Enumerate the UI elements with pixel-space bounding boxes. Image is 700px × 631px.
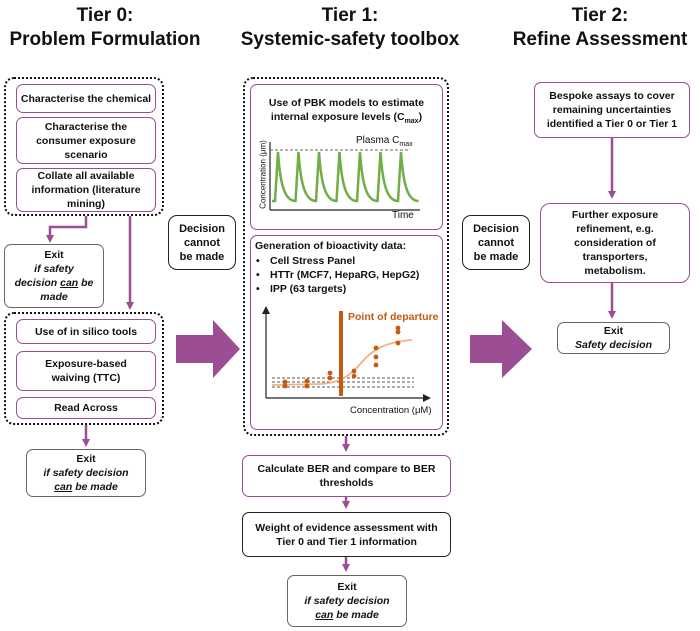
- data-point: [373, 362, 379, 368]
- tier0-exit1-box: Exit if safety decision can be made: [4, 244, 104, 308]
- data-point: [351, 373, 357, 379]
- decision1-line2: cannot: [183, 236, 221, 249]
- exit1-line1: if safety: [34, 263, 74, 275]
- tier1-title: Tier 1: Systemic-safety toolbox: [220, 4, 480, 52]
- tier2-title-line1: Tier 2:: [571, 5, 629, 26]
- tier0-title-line1: Tier 0:: [76, 5, 134, 26]
- data-point: [373, 354, 379, 360]
- tier0-title-line2: Problem Formulation: [9, 29, 201, 50]
- decision-cannot-be-made-1: Decision cannot be made: [168, 215, 236, 270]
- exposure-waiving-box: Exposure-based waiving (TTC): [16, 351, 156, 391]
- insilico-tools-box: Use of in silico tools: [16, 319, 156, 344]
- decision2-line3: be made: [473, 250, 519, 263]
- tier1-toolbox-group: [243, 77, 449, 436]
- tier2-exit-line1: Safety decision: [574, 339, 653, 351]
- tier1-title-line2: Systemic-safety toolbox: [240, 29, 460, 50]
- characterise-chemical-box: Characterise the chemical: [16, 84, 156, 113]
- exit1-line2: decision can be: [14, 277, 94, 289]
- data-point: [351, 368, 357, 374]
- decision2-line2: cannot: [477, 236, 515, 249]
- pbk-heading: Use of PBK models to estimate internal e…: [250, 96, 443, 129]
- bioactivity-panel: [250, 235, 443, 430]
- tier2-title: Tier 2: Refine Assessment: [500, 4, 700, 52]
- big-arrow-tier1-to-tier2: [470, 320, 532, 378]
- exit2-title: Exit: [76, 453, 96, 465]
- data-point: [304, 383, 310, 389]
- pbk-heading-line1: Use of PBK models to estimate: [268, 97, 425, 109]
- data-point: [373, 345, 379, 351]
- insilico-tools-label: Use of in silico tools: [34, 325, 138, 338]
- data-point: [395, 325, 401, 331]
- exit2-line2: can be made: [54, 481, 118, 493]
- bespoke-assays-label: Bespoke assays to cover remaining uncert…: [546, 90, 678, 130]
- decision2-line1: Decision: [473, 222, 519, 235]
- weight-of-evidence-box: Weight of evidence assessment with Tier …: [242, 512, 451, 557]
- calculate-ber-label: Calculate BER and compare to BER thresho…: [257, 463, 436, 489]
- pbk-heading-line2: internal exposure levels (Cmax): [270, 111, 423, 126]
- exposure-refinement-label: Further exposure refinement, e.g. consid…: [571, 209, 659, 277]
- collate-information-label: Collate all available information (liter…: [31, 170, 141, 210]
- tier1-title-line1: Tier 1:: [321, 5, 379, 26]
- exposure-waiving-label: Exposure-based waiving (TTC): [45, 358, 127, 384]
- exit1-line3: made: [40, 291, 68, 303]
- tier1-exit-box: Exit if safety decision can be made: [287, 575, 407, 627]
- exposure-refinement-box: Further exposure refinement, e.g. consid…: [540, 203, 690, 283]
- tier0-tools-group: [4, 312, 164, 425]
- bioactivity-xlabel: Concentration (μM): [350, 405, 432, 416]
- data-point: [282, 379, 288, 385]
- tier2-exit-box: Exit Safety decision: [557, 322, 670, 354]
- tier0-exit2-box: Exit if safety decision can be made: [26, 449, 146, 497]
- data-point: [282, 383, 288, 389]
- bioactivity-item: Cell Stress Panel: [256, 254, 419, 268]
- tier1-exit-line1: if safety decision: [304, 595, 390, 607]
- pbk-model-panel: [250, 84, 443, 230]
- exit2-line1: if safety decision: [43, 467, 129, 479]
- data-point: [395, 329, 401, 335]
- exit1-title: Exit: [44, 249, 64, 261]
- plasma-cmax-label: Plasma Cmax: [356, 135, 413, 148]
- calculate-ber-box: Calculate BER and compare to BER thresho…: [242, 455, 451, 497]
- tier0-title: Tier 0: Problem Formulation: [0, 4, 210, 52]
- data-point: [304, 378, 310, 384]
- weight-of-evidence-label: Weight of evidence assessment with Tier …: [255, 521, 438, 548]
- decision1-line1: Decision: [179, 222, 225, 235]
- bioactivity-item: IPP (63 targets): [256, 282, 419, 296]
- data-point: [327, 375, 333, 381]
- dose-response-curve: [271, 339, 413, 386]
- big-arrow-tier0-to-tier1: [176, 320, 240, 378]
- tier0-info-group: [4, 77, 164, 216]
- read-across-box: Read Across: [16, 397, 156, 419]
- arrow-tier0-to-exit1: [46, 216, 88, 243]
- point-of-departure-bar: [339, 311, 343, 396]
- read-across-label: Read Across: [54, 402, 118, 414]
- tier1-exit-line2: can be made: [315, 609, 379, 621]
- bioactivity-list: Cell Stress Panel HTTr (MCF7, HepaRG, He…: [256, 254, 419, 296]
- tier2-title-line2: Refine Assessment: [512, 29, 688, 50]
- data-point: [395, 340, 401, 346]
- pbk-concentration-curve: [272, 151, 419, 203]
- bioactivity-item: HTTr (MCF7, HepaRG, HepG2): [256, 268, 419, 282]
- bespoke-assays-box: Bespoke assays to cover remaining uncert…: [534, 82, 690, 138]
- data-point: [327, 370, 333, 376]
- decision1-line3: be made: [179, 250, 225, 263]
- characterise-exposure-box: Characterise the consumer exposure scena…: [16, 117, 156, 164]
- point-of-departure-label: Point of departure: [348, 311, 439, 323]
- bioactivity-heading: Generation of bioactivity data:: [255, 240, 407, 252]
- tier1-exit-title: Exit: [337, 581, 357, 593]
- collate-information-box: Collate all available information (liter…: [16, 168, 156, 212]
- pbk-xlabel: Time: [392, 210, 414, 221]
- tier2-exit-title: Exit: [603, 325, 624, 337]
- characterise-exposure-label: Characterise the consumer exposure scena…: [36, 120, 136, 161]
- decision-cannot-be-made-2: Decision cannot be made: [462, 215, 530, 270]
- characterise-chemical-label: Characterise the chemical: [20, 92, 152, 105]
